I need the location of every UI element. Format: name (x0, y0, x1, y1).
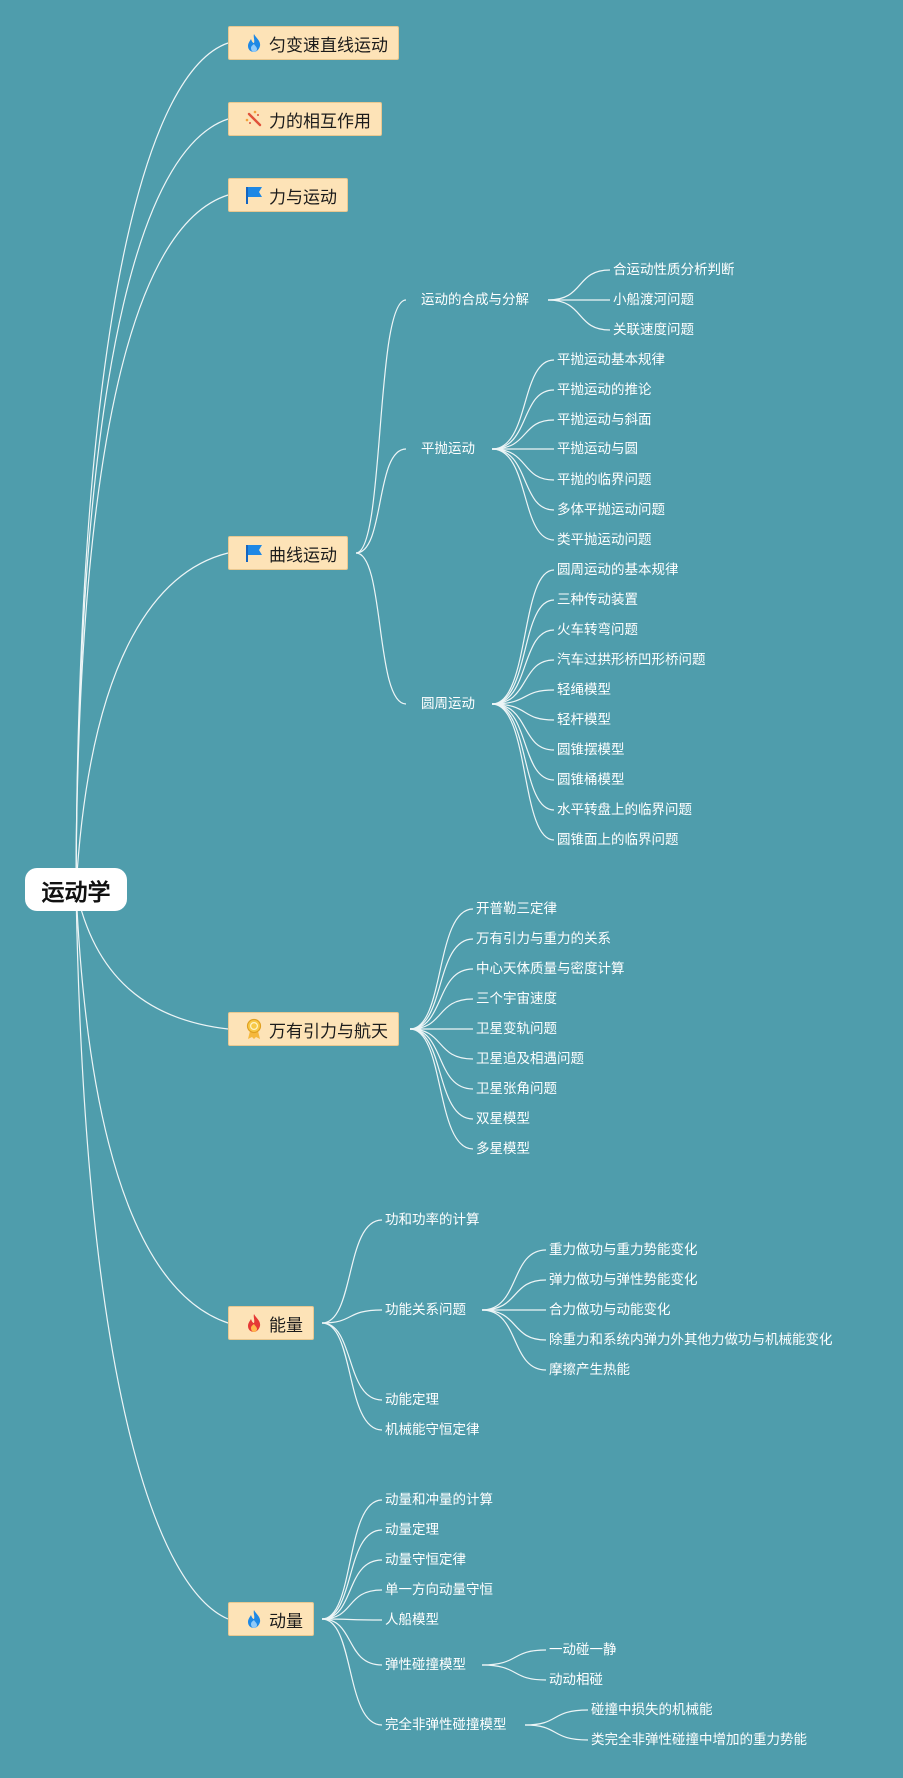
leaf-topic[interactable]: 一动碰一静 (549, 1642, 617, 1658)
branch-label: 力的相互作用 (269, 111, 371, 132)
subtopic[interactable]: 圆周运动 (421, 696, 475, 712)
leaf-topic[interactable]: 开普勒三定律 (476, 901, 557, 917)
magic-wand-icon (243, 108, 265, 130)
branch-curvilinear-motion[interactable]: 曲线运动 (228, 536, 348, 570)
subtopic[interactable]: 完全非弹性碰撞模型 (385, 1717, 507, 1733)
subtopic[interactable]: 功能关系问题 (385, 1302, 466, 1318)
branch-label: 万有引力与航天 (269, 1021, 388, 1042)
leaf-topic[interactable]: 卫星张角问题 (476, 1081, 557, 1097)
leaf-topic[interactable]: 多星模型 (476, 1141, 530, 1157)
leaf-topic[interactable]: 动动相碰 (549, 1672, 603, 1688)
subtopic[interactable]: 动量定理 (385, 1522, 439, 1538)
subtopic[interactable]: 机械能守恒定律 (385, 1422, 480, 1438)
leaf-topic[interactable]: 小船渡河问题 (613, 292, 694, 308)
leaf-topic[interactable]: 类完全非弹性碰撞中增加的重力势能 (591, 1732, 807, 1748)
leaf-topic[interactable]: 平抛的临界问题 (557, 472, 652, 488)
flame-blue-icon (243, 32, 265, 54)
leaf-topic[interactable]: 圆锥面上的临界问题 (557, 832, 679, 848)
branch-gravitation-and-spaceflight[interactable]: 万有引力与航天 (228, 1012, 399, 1046)
flag-blue-icon (243, 184, 265, 206)
leaf-topic[interactable]: 平抛运动与斜面 (557, 412, 652, 428)
medal-icon (243, 1018, 265, 1040)
leaf-topic[interactable]: 多体平抛运动问题 (557, 502, 665, 518)
leaf-topic[interactable]: 类平抛运动问题 (557, 532, 652, 548)
leaf-topic[interactable]: 摩擦产生热能 (549, 1362, 630, 1378)
leaf-topic[interactable]: 水平转盘上的临界问题 (557, 802, 692, 818)
branch-label: 匀变速直线运动 (269, 35, 388, 56)
leaf-topic[interactable]: 平抛运动的推论 (557, 382, 652, 398)
subtopic[interactable]: 人船模型 (385, 1612, 439, 1628)
leaf-topic[interactable]: 双星模型 (476, 1111, 530, 1127)
branch-force-and-motion[interactable]: 力与运动 (228, 178, 348, 212)
leaf-topic[interactable]: 弹力做功与弹性势能变化 (549, 1272, 698, 1288)
leaf-topic[interactable]: 火车转弯问题 (557, 622, 638, 638)
subtopic[interactable]: 功和功率的计算 (385, 1212, 480, 1228)
subtopic[interactable]: 单一方向动量守恒 (385, 1582, 493, 1598)
leaf-topic[interactable]: 圆周运动的基本规律 (557, 562, 679, 578)
branch-label: 力与运动 (269, 187, 337, 208)
leaf-topic[interactable]: 合力做功与动能变化 (549, 1302, 671, 1318)
branch-label: 能量 (269, 1315, 303, 1336)
leaf-topic[interactable]: 轻绳模型 (557, 682, 611, 698)
subtopic[interactable]: 动能定理 (385, 1392, 439, 1408)
flag-blue-icon (243, 542, 265, 564)
branch-energy[interactable]: 能量 (228, 1306, 314, 1340)
leaf-topic[interactable]: 三种传动装置 (557, 592, 638, 608)
branch-label: 动量 (269, 1611, 303, 1632)
branch-force-interaction[interactable]: 力的相互作用 (228, 102, 382, 136)
subtopic[interactable]: 运动的合成与分解 (421, 292, 529, 308)
leaf-topic[interactable]: 平抛运动与圆 (557, 441, 638, 457)
leaf-topic[interactable]: 汽车过拱形桥凹形桥问题 (557, 652, 706, 668)
subtopic[interactable]: 动量守恒定律 (385, 1552, 466, 1568)
leaf-topic[interactable]: 平抛运动基本规律 (557, 352, 665, 368)
subtopic[interactable]: 弹性碰撞模型 (385, 1657, 466, 1673)
leaf-topic[interactable]: 圆锥桶模型 (557, 772, 625, 788)
leaf-topic[interactable]: 合运动性质分析判断 (613, 262, 735, 278)
branch-uniform-acceleration[interactable]: 匀变速直线运动 (228, 26, 399, 60)
subtopic[interactable]: 平抛运动 (421, 441, 475, 457)
leaf-topic[interactable]: 卫星追及相遇问题 (476, 1051, 584, 1067)
leaf-topic[interactable]: 除重力和系统内弹力外其他力做功与机械能变化 (549, 1332, 833, 1348)
leaf-topic[interactable]: 关联速度问题 (613, 322, 694, 338)
leaf-topic[interactable]: 卫星变轨问题 (476, 1021, 557, 1037)
leaf-topic[interactable]: 中心天体质量与密度计算 (476, 961, 625, 977)
root-label: 运动学 (41, 879, 111, 906)
leaf-topic[interactable]: 碰撞中损失的机械能 (591, 1702, 713, 1718)
subtopic[interactable]: 动量和冲量的计算 (385, 1492, 493, 1508)
leaf-topic[interactable]: 万有引力与重力的关系 (476, 931, 611, 947)
leaf-topic[interactable]: 三个宇宙速度 (476, 991, 557, 1007)
flame-blue-icon (243, 1608, 265, 1630)
branch-label: 曲线运动 (269, 545, 337, 566)
branch-momentum[interactable]: 动量 (228, 1602, 314, 1636)
leaf-topic[interactable]: 重力做功与重力势能变化 (549, 1242, 698, 1258)
leaf-topic[interactable]: 轻杆模型 (557, 712, 611, 728)
leaf-topic[interactable]: 圆锥摆模型 (557, 742, 625, 758)
flame-red-icon (243, 1312, 265, 1334)
root-node[interactable]: 运动学 (25, 868, 127, 911)
